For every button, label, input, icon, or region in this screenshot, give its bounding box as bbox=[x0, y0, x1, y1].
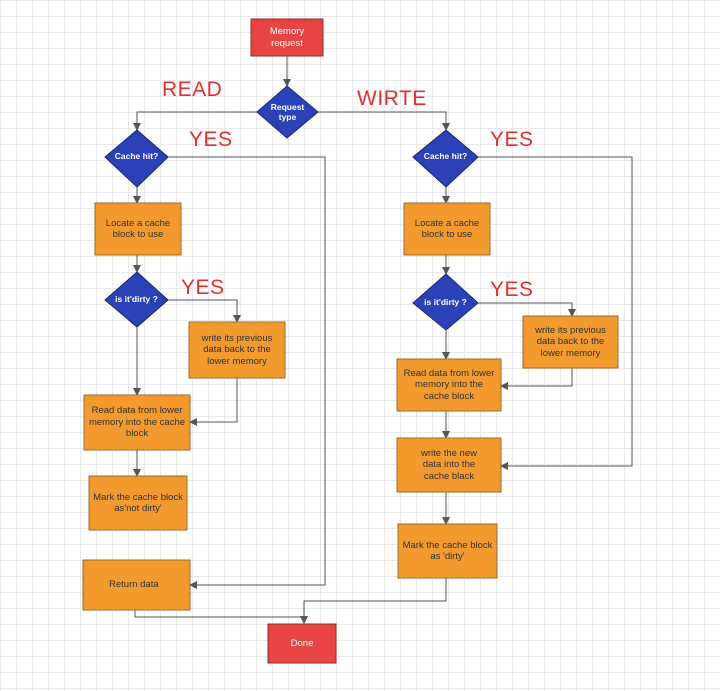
write-writeback-node bbox=[522, 315, 619, 369]
write-cache-hit-label: Cache hit? bbox=[423, 151, 468, 162]
write-mark-label: Mark the cache block as 'dirty' bbox=[402, 539, 493, 563]
read-cache-hit-label: Cache hit? bbox=[114, 151, 159, 162]
read-read-data-node bbox=[83, 394, 191, 451]
done-label: Done bbox=[290, 637, 314, 649]
write-mark-node bbox=[397, 523, 498, 579]
done-node bbox=[267, 623, 337, 664]
read-dirty-label: is it'dirty ? bbox=[115, 294, 158, 305]
connector-return-to-done bbox=[134, 610, 308, 624]
write-new-data-node bbox=[396, 437, 502, 493]
request-type-label: Request type bbox=[270, 102, 305, 122]
return-data-label: Return data bbox=[109, 579, 159, 591]
write-new-data-label: write the new data into the cache black bbox=[421, 447, 477, 482]
return-data-node bbox=[82, 559, 191, 611]
memory-request-node bbox=[250, 18, 324, 57]
connector-read-hit-yes bbox=[168, 156, 326, 589]
write-hit-yes-label: YES bbox=[490, 128, 534, 151]
write-cache-hit-decision bbox=[412, 129, 479, 188]
read-branch-label: READ bbox=[162, 78, 223, 101]
connector-write-mark-to-done bbox=[300, 578, 447, 624]
connector-type-to-write-hit bbox=[318, 111, 450, 131]
read-mark-node bbox=[88, 475, 188, 531]
read-dirty-decision bbox=[104, 271, 169, 328]
write-writeback-label: write its previous data back to the lowe… bbox=[535, 324, 606, 359]
memory-request-label: Memory request bbox=[269, 26, 305, 49]
write-branch-label: WIRTE bbox=[357, 87, 427, 110]
read-cache-hit-decision bbox=[104, 129, 169, 188]
request-type-decision bbox=[256, 85, 319, 139]
write-dirty-label: is it'dirty ? bbox=[424, 297, 467, 308]
write-locate-label: Locate a cache block to use bbox=[414, 217, 480, 241]
read-writeback-node bbox=[188, 321, 286, 379]
read-locate-node bbox=[94, 202, 182, 256]
write-read-data-label: Read data from lower memory into the cac… bbox=[403, 367, 495, 402]
read-mark-label: Mark the cache block as'not dirty' bbox=[93, 491, 183, 515]
read-locate-label: Locate a cache block to use bbox=[105, 217, 171, 241]
write-dirty-yes-label: YES bbox=[490, 278, 534, 301]
write-dirty-decision bbox=[412, 273, 479, 331]
write-locate-node bbox=[403, 202, 491, 256]
write-read-data-node bbox=[396, 358, 502, 412]
connector-write-dirty-yes bbox=[478, 302, 576, 317]
connector-read-writeback-to-read bbox=[189, 378, 238, 426]
connector-type-to-read-hit bbox=[133, 111, 257, 131]
connector-write-hit-yes bbox=[478, 156, 633, 470]
read-read-data-label: Read data from lower memory into the cac… bbox=[88, 405, 186, 440]
read-writeback-label: write its previous data back to the lowe… bbox=[201, 332, 273, 367]
connector-write-writeback-to-read bbox=[500, 368, 573, 390]
read-hit-yes-label: YES bbox=[189, 128, 233, 151]
read-dirty-yes-label: YES bbox=[181, 276, 225, 299]
connector-read-dirty-yes bbox=[168, 299, 241, 323]
